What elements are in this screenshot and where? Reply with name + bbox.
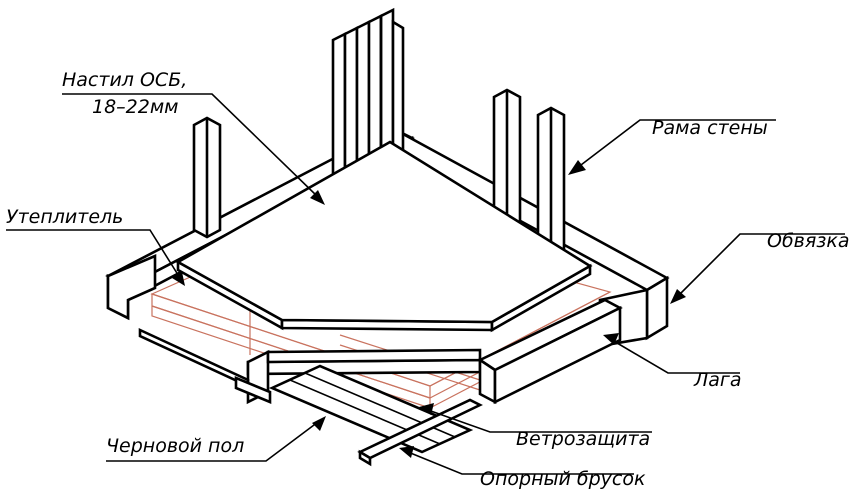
wall-frame-studs xyxy=(192,7,566,259)
arrow-icon xyxy=(670,289,686,304)
label-wall-frame-text: Рама стены xyxy=(652,117,768,139)
label-wind-barrier: Ветрозащита xyxy=(419,403,652,450)
arrow-icon xyxy=(419,403,434,415)
arrow-icon xyxy=(310,190,325,205)
label-joist: Лага xyxy=(603,333,742,391)
label-osb-line2: 18–22мм xyxy=(92,96,179,118)
arrow-icon xyxy=(399,446,414,458)
arrow-icon xyxy=(603,333,619,345)
arrow-icon xyxy=(312,416,326,431)
label-wind-barrier-text: Ветрозащита xyxy=(516,428,650,450)
label-support-bar-text: Опорный брусок xyxy=(480,468,646,490)
label-osb: Настил ОСБ, 18–22мм xyxy=(62,69,325,205)
label-support-bar: Опорный брусок xyxy=(399,446,646,490)
label-subfloor: Черновой пол xyxy=(106,416,326,462)
subfloor-boards xyxy=(138,327,483,467)
arrow-icon xyxy=(172,272,185,286)
osb-deck xyxy=(175,140,593,333)
label-joist-text: Лага xyxy=(693,369,742,391)
label-wall-frame: Рама стены xyxy=(568,117,776,175)
label-strapping: Обвязка xyxy=(670,230,850,304)
label-subfloor-text: Черновой пол xyxy=(106,435,244,457)
label-insulation-text: Утеплитель xyxy=(6,206,123,228)
arrow-icon xyxy=(568,160,586,175)
label-insulation: Утеплитель xyxy=(6,206,185,286)
label-osb-line1: Настил ОСБ, xyxy=(62,69,187,91)
label-strapping-text: Обвязка xyxy=(767,230,850,252)
joists xyxy=(246,298,623,405)
